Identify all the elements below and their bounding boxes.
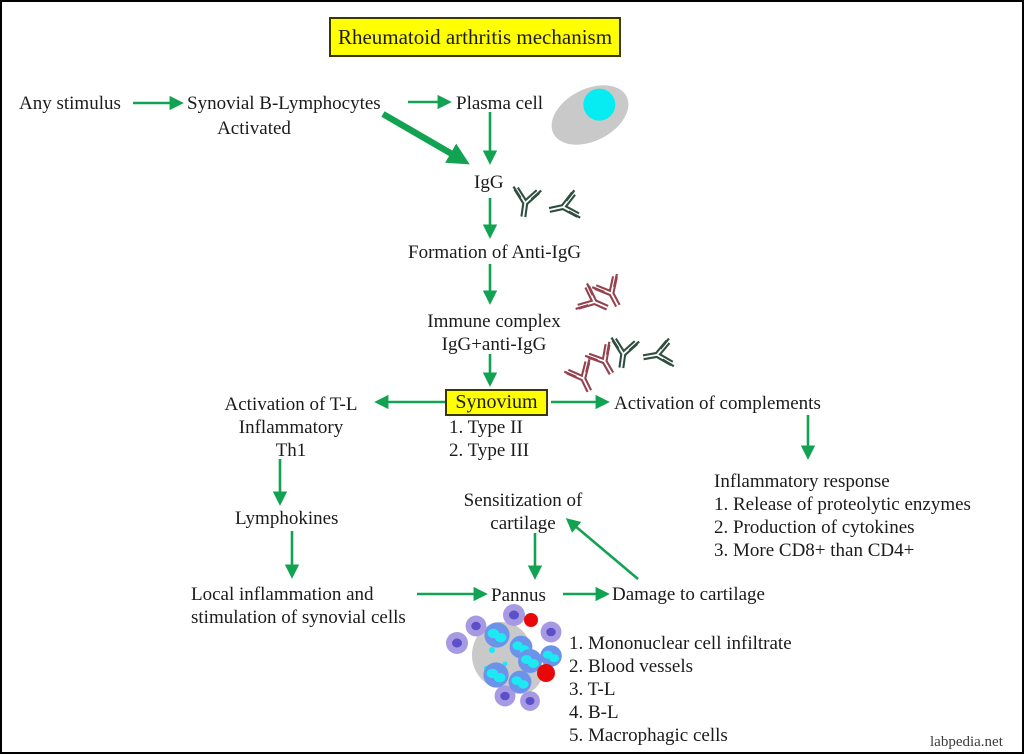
- inflammatory-line: Inflammatory: [238, 417, 344, 438]
- plasma-cell-illustration: [551, 85, 629, 145]
- immune-complex-antibody-icons: [564, 338, 674, 398]
- sensitization-line2: cartilage: [490, 513, 556, 534]
- node-synovium: Synovium: [445, 389, 548, 416]
- node-local-inflammation-line2: stimulation of synovial cells: [191, 607, 406, 628]
- watermark: labpedia.net: [930, 734, 1003, 750]
- activation-tl-line: Activation of T-L: [224, 394, 358, 415]
- node-lymphokines: Lymphokines: [235, 508, 339, 529]
- node-any-stimulus: Any stimulus: [19, 93, 121, 114]
- title-text: Rheumatoid arthritis mechanism: [337, 24, 613, 49]
- node-pannus: Pannus: [491, 585, 546, 606]
- node-activated: Activated: [217, 118, 291, 139]
- node-plasma-cell: Plasma cell: [456, 93, 544, 114]
- node-damage-cartilage: Damage to cartilage: [612, 584, 765, 605]
- node-synovial-b-lymphocytes: Synovial B-Lymphocytes: [187, 93, 381, 114]
- pannus-list-item-2: 2. Blood vessels: [569, 656, 694, 677]
- diagram-title: Rheumatoid arthritis mechanism: [329, 17, 621, 57]
- node-activation-complements: Activation of complements: [614, 393, 821, 414]
- arrow-damage-to-sensitization: [565, 518, 639, 580]
- node-igg: IgG: [474, 172, 504, 193]
- response-item-2: 2. Production of cytokines: [714, 517, 915, 538]
- node-immune-complex: Immune complex IgG+anti-IgG: [427, 310, 561, 356]
- blood-vessel-icon: [524, 613, 538, 627]
- blood-vessel-icon: [537, 664, 555, 682]
- pannus-list-item-5: 5. Macrophagic cells: [569, 725, 728, 746]
- sensitization-line1: Sensitization of: [463, 490, 583, 511]
- synovium-text: Synovium: [455, 391, 538, 413]
- immune-complex-line2: IgG+anti-IgG: [441, 334, 547, 355]
- node-local-inflammation-line1: Local inflammation and: [191, 584, 374, 605]
- synovium-type-1: 1. Type II: [449, 417, 523, 438]
- pannus-list-item-1: 1. Mononuclear cell infiltrate: [569, 633, 792, 654]
- node-inflammatory-response: Inflammatory response: [714, 471, 890, 492]
- synovium-type-2: 2. Type III: [449, 440, 530, 461]
- response-item-3: 3. More CD8+ than CD4+: [714, 540, 915, 561]
- th1-line: Th1: [275, 440, 307, 461]
- pannus-cell-cluster-illustration: [446, 604, 562, 711]
- node-activation-tl: Activation of T-L Inflammatory Th1: [225, 393, 358, 462]
- pannus-list-item-3: 3. T-L: [569, 679, 616, 700]
- arrow-thick-b-lymphocytes-to-igg: [381, 111, 470, 165]
- immune-complex-line1: Immune complex: [427, 311, 561, 332]
- response-item-1: 1. Release of proteolytic enzymes: [714, 494, 971, 515]
- pannus-list-item-4: 4. B-L: [569, 702, 619, 723]
- node-sensitization: Sensitization of cartilage: [464, 489, 583, 535]
- node-formation-anti-igg: Formation of Anti-IgG: [408, 242, 582, 263]
- anti-igg-antibody-icons: [576, 274, 631, 320]
- igg-antibody-icons: [509, 187, 580, 224]
